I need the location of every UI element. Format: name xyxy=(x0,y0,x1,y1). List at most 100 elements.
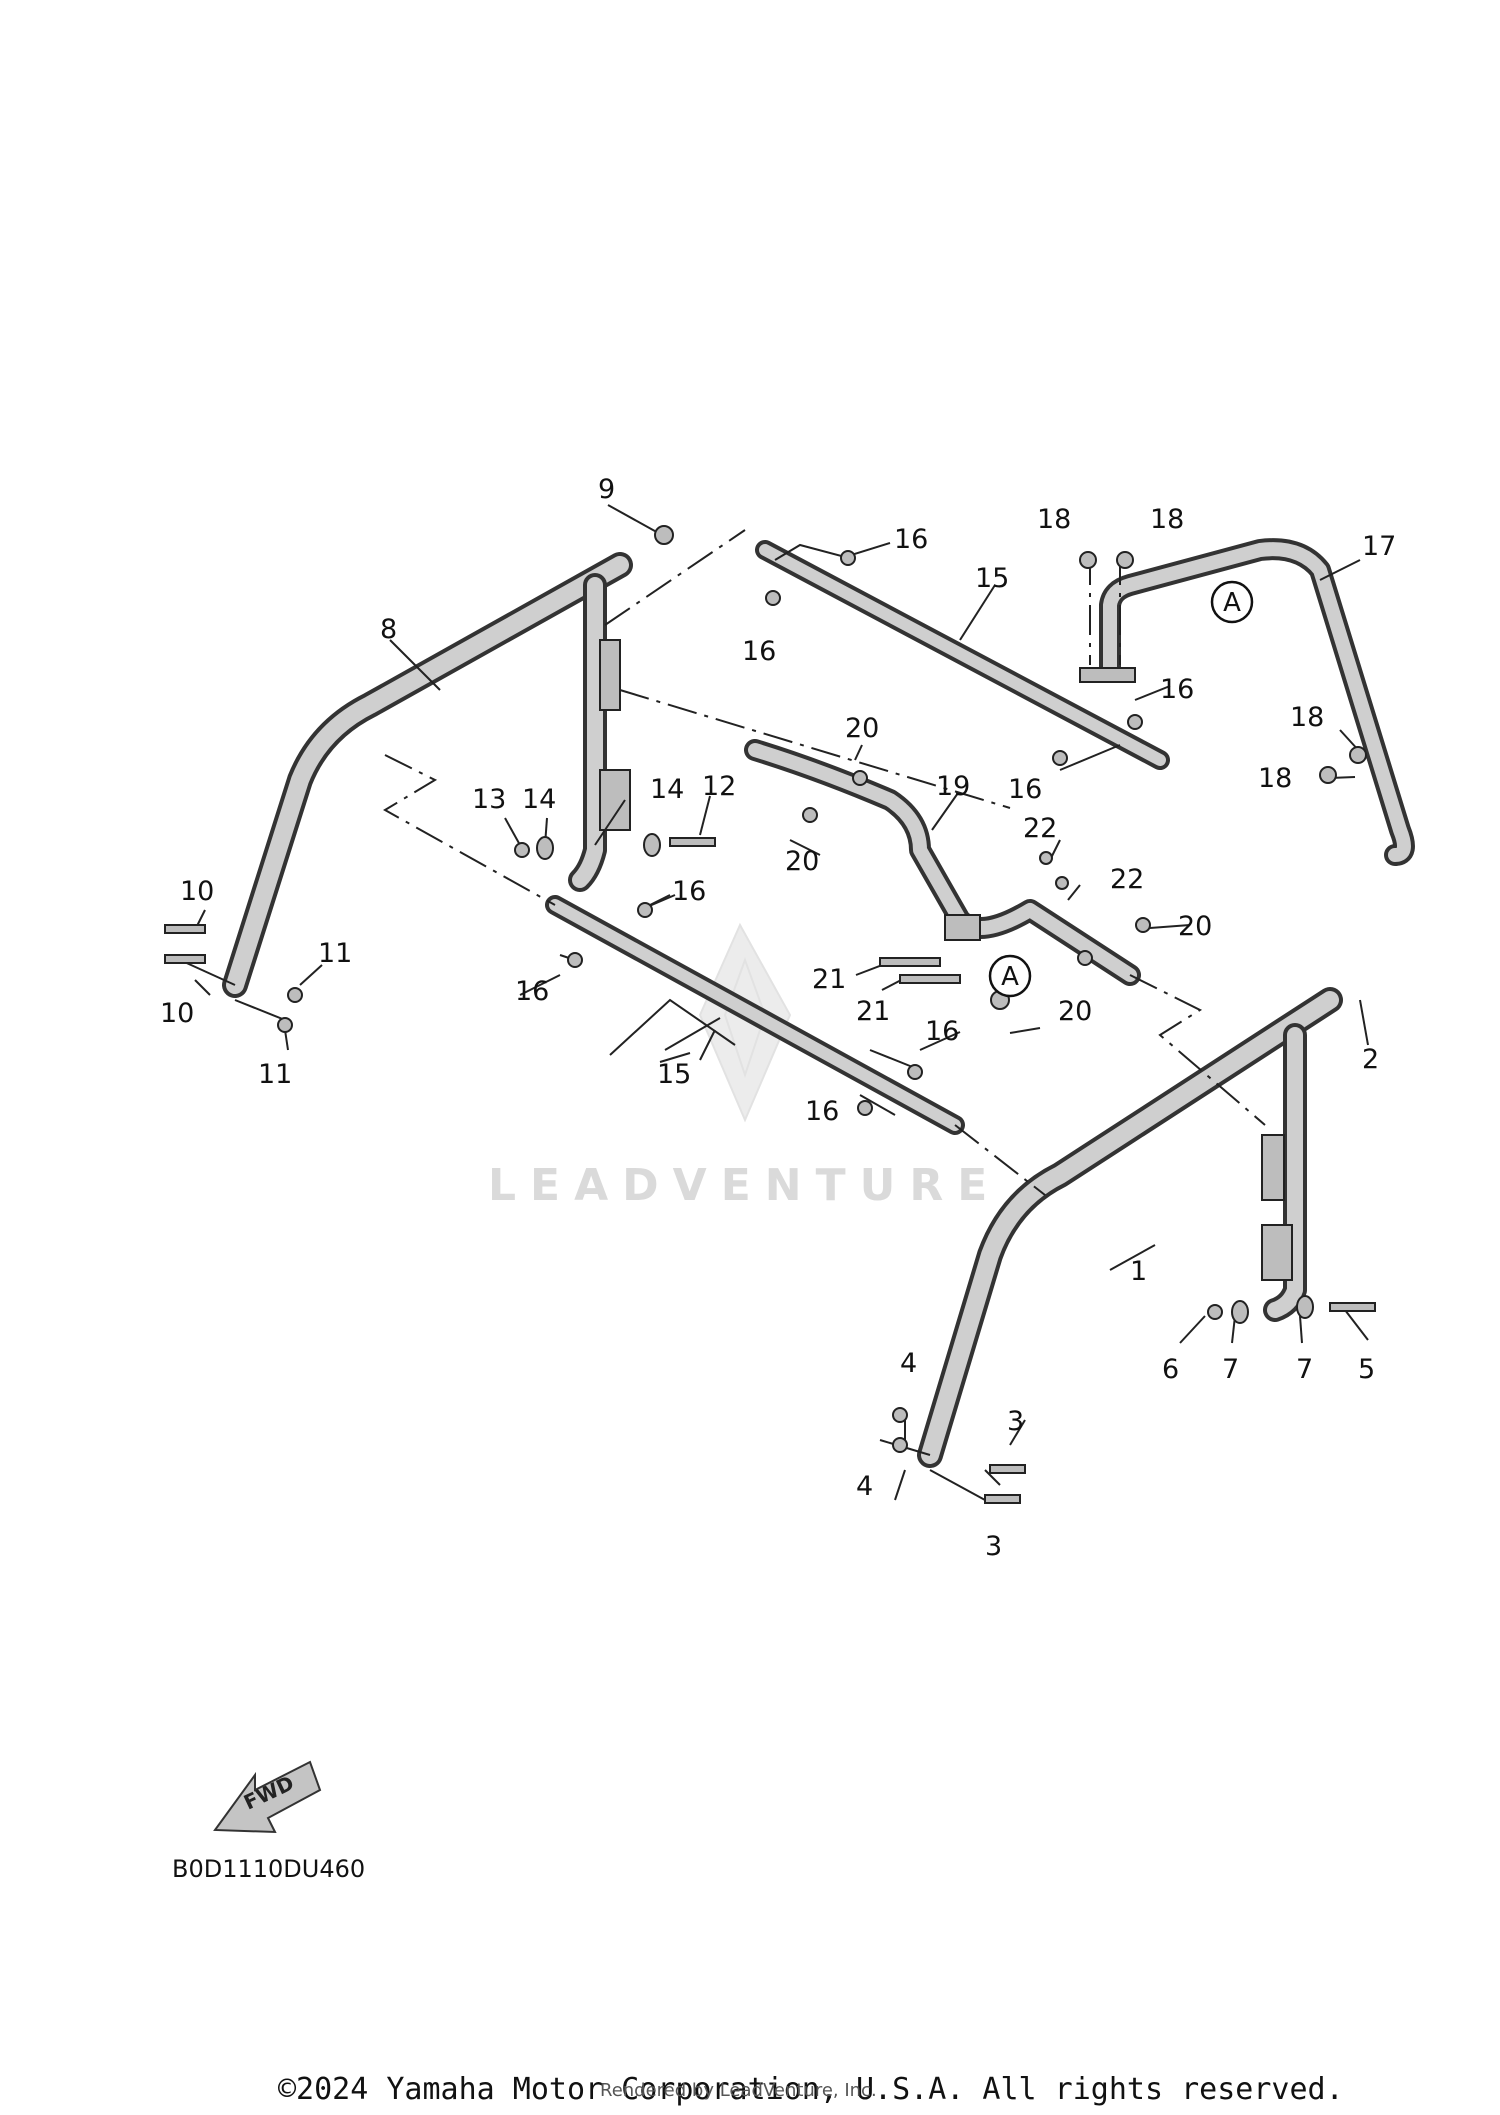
part-15-cross-bar-lower xyxy=(545,895,965,1135)
callout-4: 4 xyxy=(900,1348,917,1379)
bolt-18-icon xyxy=(1116,551,1134,569)
washer-14-icon xyxy=(643,833,661,857)
nut-11-icon xyxy=(277,1017,293,1033)
washer-14-icon xyxy=(536,836,554,860)
callout-4: 4 xyxy=(856,1471,873,1502)
callout-16: 16 xyxy=(894,524,928,555)
callout-21: 21 xyxy=(856,996,890,1027)
callout-15: 15 xyxy=(975,563,1009,594)
reference-letter: A xyxy=(1001,962,1019,992)
bolt-18-icon xyxy=(1349,746,1367,764)
callout-11: 11 xyxy=(318,938,352,969)
copyright-notice: ©2024 Yamaha Motor Corporation, U.S.A. A… xyxy=(278,2072,1344,2107)
callout-14: 14 xyxy=(522,784,556,815)
callout-7: 7 xyxy=(1222,1354,1239,1385)
callout-20: 20 xyxy=(785,846,819,877)
callout-22: 22 xyxy=(1110,864,1144,895)
bolt-10-icon xyxy=(164,924,206,934)
callout-3: 3 xyxy=(1007,1406,1024,1437)
callout-2: 2 xyxy=(1362,1044,1379,1075)
nut-4-icon xyxy=(892,1407,908,1423)
fwd-arrow: FWD xyxy=(213,1760,322,1834)
nut-6-icon xyxy=(1207,1304,1223,1320)
callout-16: 16 xyxy=(672,876,706,907)
bolt-20-icon xyxy=(802,807,818,823)
callout-18: 18 xyxy=(1150,504,1184,535)
callout-18: 18 xyxy=(1037,504,1071,535)
callout-18: 18 xyxy=(1258,763,1292,794)
bolt-16-icon xyxy=(567,952,583,968)
bolt-16-icon xyxy=(857,1100,873,1116)
bolt-16-icon xyxy=(637,902,653,918)
bolt-3-icon xyxy=(989,1464,1026,1474)
part-15-cross-bar-upper xyxy=(755,540,1170,770)
callout-8: 8 xyxy=(380,614,397,645)
nut-11-icon xyxy=(287,987,303,1003)
bolt-18-icon xyxy=(1319,766,1337,784)
callout-5: 5 xyxy=(1358,1354,1375,1385)
callout-16: 16 xyxy=(1160,674,1194,705)
callout-16: 16 xyxy=(742,636,776,667)
bolt-16-icon xyxy=(907,1064,923,1080)
leadventure-watermark: LEADVENTURE xyxy=(488,922,1001,1211)
bolt-21-icon xyxy=(899,974,961,984)
callout-19: 19 xyxy=(936,771,970,802)
reference-letter: A xyxy=(1223,588,1241,618)
callout-1: 1 xyxy=(1130,1256,1147,1287)
callout-20: 20 xyxy=(845,713,879,744)
bolt-18-icon xyxy=(1079,551,1097,569)
washer-7-icon xyxy=(1231,1300,1249,1324)
callout-12: 12 xyxy=(702,771,736,802)
part-17-rear-roll-bar xyxy=(1079,538,1415,866)
callout-16: 16 xyxy=(1008,774,1042,805)
callout-17: 17 xyxy=(1362,531,1396,562)
bolt-20-icon xyxy=(852,770,868,786)
fwd-arrow-icon xyxy=(213,1760,322,1834)
callout-3: 3 xyxy=(985,1531,1002,1562)
assembly-lines xyxy=(383,529,1266,1196)
watermark-text: LEADVENTURE xyxy=(488,1160,1001,1211)
callout-22: 22 xyxy=(1023,813,1057,844)
callout-16: 16 xyxy=(925,1016,959,1047)
bolt-20-icon xyxy=(1077,950,1093,966)
nut-22-icon xyxy=(1039,851,1053,865)
nut-13-icon xyxy=(514,842,530,858)
bolt-16-icon xyxy=(1052,750,1068,766)
callout-16: 16 xyxy=(515,976,549,1007)
callout-7: 7 xyxy=(1296,1354,1313,1385)
callout-20: 20 xyxy=(1058,996,1092,1027)
callout-13: 13 xyxy=(472,784,506,815)
callout-21: 21 xyxy=(812,964,846,995)
bolt-12-icon xyxy=(669,837,716,847)
callout-18: 18 xyxy=(1290,702,1324,733)
bolt-16-icon xyxy=(1127,714,1143,730)
reference-mark-a-center: A xyxy=(988,954,1032,998)
diagram-code: B0D1110DU460 xyxy=(172,1855,365,1883)
callout-16: 16 xyxy=(805,1096,839,1127)
part-8-roll-bar-left xyxy=(222,552,633,998)
leader-lines xyxy=(179,504,1369,1501)
bolt-3-icon xyxy=(984,1494,1021,1504)
bolt-10-icon xyxy=(164,954,206,964)
bolt-16-icon xyxy=(765,590,781,606)
hardware xyxy=(164,525,1376,1504)
callout-15: 15 xyxy=(657,1059,691,1090)
washer-7-icon xyxy=(1296,1295,1314,1319)
bolt-20-icon xyxy=(1135,917,1151,933)
callout-10: 10 xyxy=(160,998,194,1029)
rendered-by-notice: Rendered by LeadVenture, Inc. xyxy=(600,2080,877,2101)
bolt-21-icon xyxy=(879,957,941,967)
callout-labels: 1 2 3 3 4 4 5 6 7 7 8 9 10 10 11 11 12 1… xyxy=(160,474,1396,1562)
callout-9: 9 xyxy=(598,474,615,505)
bolt-9-icon xyxy=(654,525,674,545)
reference-mark-a-top: A xyxy=(1210,580,1254,624)
nut-22-icon xyxy=(1055,876,1069,890)
callout-20: 20 xyxy=(1178,911,1212,942)
part-1-roll-bar-right xyxy=(917,987,1343,1468)
nut-4-icon xyxy=(892,1437,908,1453)
bolt-5-icon xyxy=(1329,1302,1376,1312)
callout-11: 11 xyxy=(258,1059,292,1090)
callout-6: 6 xyxy=(1162,1354,1179,1385)
bolt-16-icon xyxy=(840,550,856,566)
